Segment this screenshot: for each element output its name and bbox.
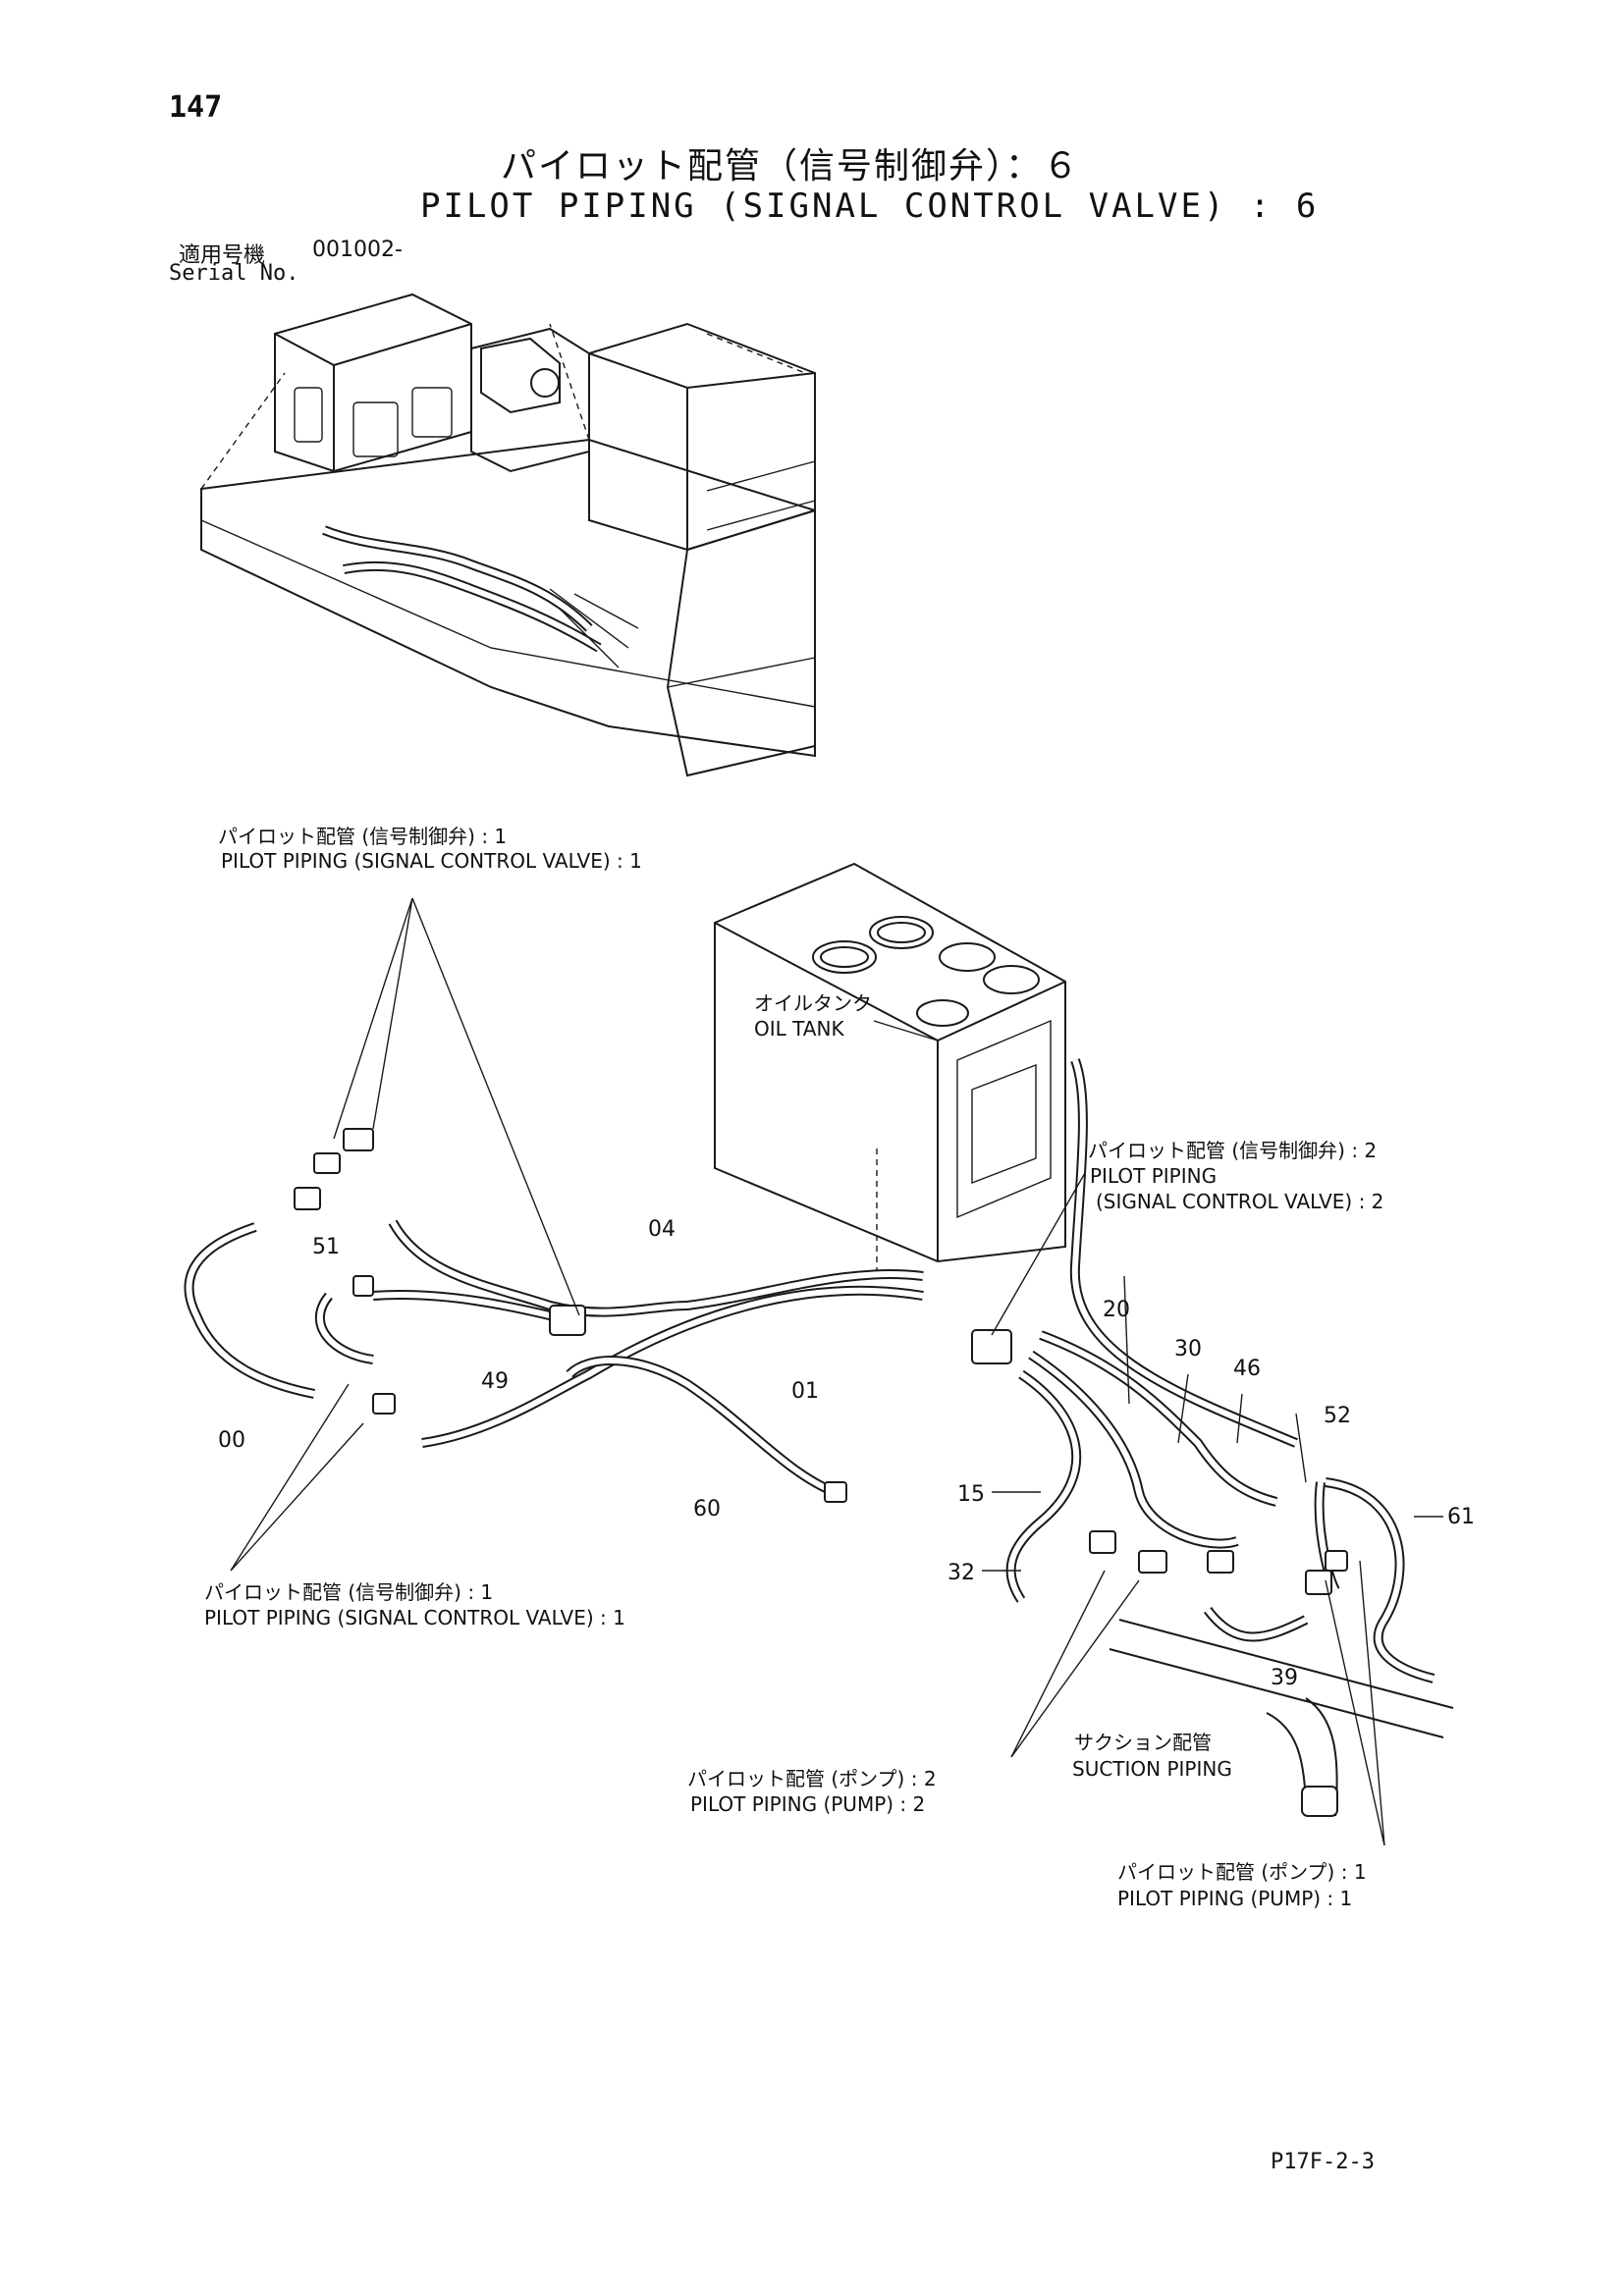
callout-scv2-en2: (SIGNAL CONTROL VALVE) : 2 [1096,1190,1384,1213]
part-number-49: 49 [481,1369,509,1394]
page-number: 147 [169,90,223,125]
callout-scv1-top-ja: パイロット配管 (信号制御弁) : 1 [218,825,508,848]
callout-suction-en: SUCTION PIPING [1072,1757,1232,1781]
serial-code: 001002- [312,238,403,262]
callout-oil-tank-en: OIL TANK [754,1017,844,1041]
document-code: P17F-2-3 [1271,2150,1375,2174]
part-number-20: 20 [1103,1298,1130,1322]
serial-label-english: Serial No. [169,261,299,286]
callout-scv2-en1: PILOT PIPING [1090,1164,1218,1188]
page-title-english: PILOT PIPING (SIGNAL CONTROL VALVE) : 6 [420,187,1320,226]
serial-label-japanese: 適用号機 [179,243,266,268]
part-number-01: 01 [791,1379,819,1404]
callout-scv1-bottom-en: PILOT PIPING (SIGNAL CONTROL VALVE) : 1 [204,1606,625,1629]
machine-overview-illustration [200,293,816,777]
callout-suction-ja: サクション配管 [1074,1731,1212,1754]
part-number-60: 60 [693,1497,721,1522]
page-title-japanese: パイロット配管（信号制御弁）：６ [501,146,1081,187]
callout-pump1-en: PILOT PIPING (PUMP) : 1 [1117,1887,1353,1910]
callout-pump1-ja: パイロット配管 (ポンプ) : 1 [1117,1860,1367,1884]
part-number-51: 51 [312,1235,340,1259]
part-number-32: 32 [947,1561,975,1585]
part-number-52: 52 [1324,1404,1351,1428]
part-number-61: 61 [1447,1505,1475,1529]
callout-pump2-ja: パイロット配管 (ポンプ) : 2 [687,1767,937,1790]
callout-scv2-ja: パイロット配管 (信号制御弁) : 2 [1088,1139,1378,1162]
callout-scv1-top-en: PILOT PIPING (SIGNAL CONTROL VALVE) : 1 [221,849,642,873]
callout-scv1-bottom-ja: パイロット配管 (信号制御弁) : 1 [204,1580,494,1604]
part-number-15: 15 [957,1482,985,1507]
part-number-39: 39 [1271,1666,1298,1690]
part-number-30: 30 [1174,1337,1202,1362]
leader-lines [230,897,1443,1846]
oil-tank-illustration [714,862,1066,1276]
callout-oil-tank-ja: オイルタンク [754,991,872,1015]
part-number-00: 00 [218,1428,245,1453]
part-number-46: 46 [1233,1357,1261,1381]
pipe-routing [184,1058,1454,1817]
callout-pump2-en: PILOT PIPING (PUMP) : 2 [690,1792,926,1816]
part-number-04: 04 [648,1217,676,1242]
